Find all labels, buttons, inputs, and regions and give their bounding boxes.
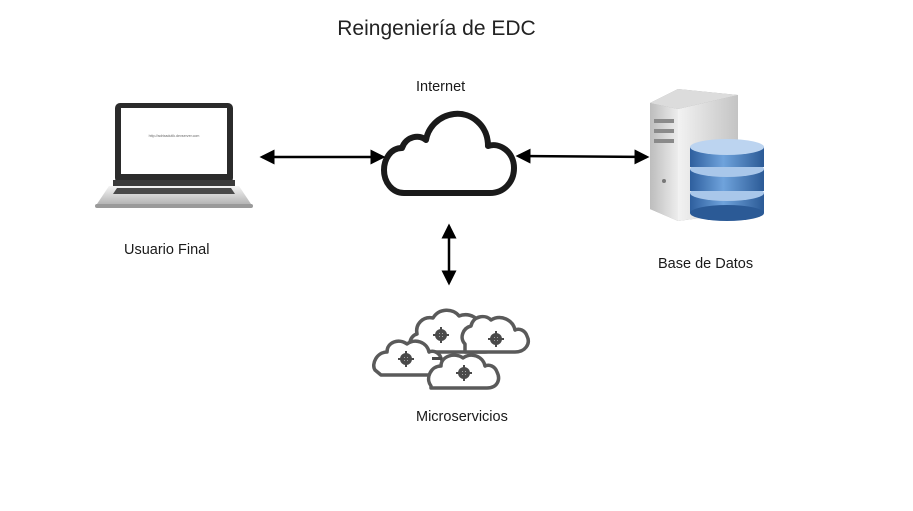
internet-label: Internet <box>416 79 466 95</box>
laptop-icon: http://adrixadutlk.devserver.com <box>95 103 253 208</box>
diagram-title: Reingeniería de EDC <box>337 17 536 40</box>
laptop-screen-text: http://adrixadutlk.devserver.com <box>149 134 200 138</box>
microservices-gear-clouds-icon <box>372 308 530 390</box>
microservicios-label: Microservicios <box>416 409 508 425</box>
base-de-datos-label: Base de Datos <box>658 256 754 272</box>
database-server-icon <box>650 89 764 221</box>
edge-internet-basedatos <box>515 148 650 165</box>
usuario-final-label: Usuario Final <box>124 242 210 258</box>
internet-cloud-icon <box>381 110 517 196</box>
